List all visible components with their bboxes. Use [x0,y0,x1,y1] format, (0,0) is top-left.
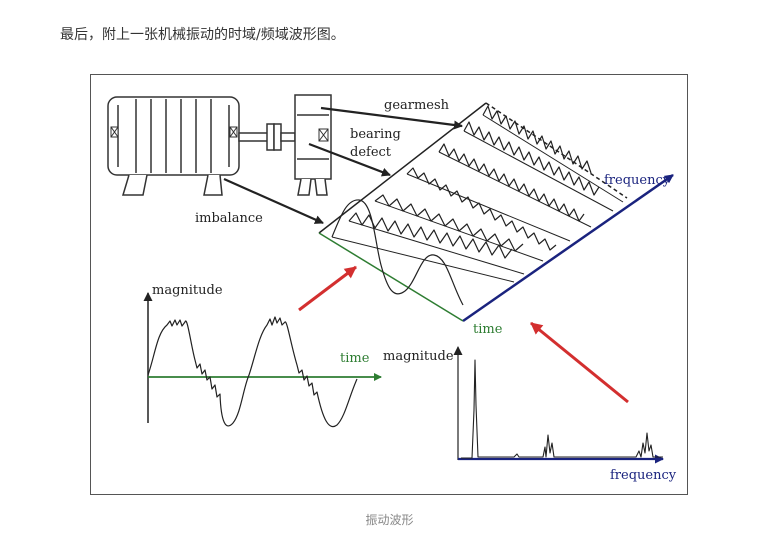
to-frequency-red-arrow [530,321,629,404]
gearmesh-pointer-arrow [320,106,463,130]
time-domain-plot [143,292,382,428]
transition-arrows [298,265,629,404]
bearing-pointer-arrow [308,142,391,177]
gearmesh-wave-2 [463,121,600,196]
time-axis-label: time [473,322,503,337]
waterfall-plane [318,102,674,323]
waterfall-waveforms [331,105,600,306]
time-plot-time-label: time [340,351,370,366]
motor-icon [107,96,240,196]
imbalance-wave [331,199,464,306]
vibration-diagram: gearmesh bearing defect imbalance freque… [107,94,677,483]
bearing-wave-1 [348,212,513,259]
bearing-label: bearing [350,127,401,142]
gearmesh-label: gearmesh [384,98,450,113]
frequency-axis-label: frequency [604,173,671,188]
diagram-labels: gearmesh bearing defect imbalance freque… [152,98,677,483]
spectrum-magnitude-label: magnitude [383,349,454,364]
defect-label: defect [350,145,392,160]
spectrum-frequency-label: frequency [610,468,677,483]
imbalance-label: imbalance [195,211,263,226]
coupling-icon [238,123,296,151]
frequency-spectrum-plot [453,346,664,464]
to-time-red-arrow [298,265,357,312]
pointer-arrows [223,106,463,225]
time-domain-waveform [147,316,358,428]
imbalance-pointer-arrow [223,177,324,225]
figure-caption: 振动波形 [365,513,414,527]
gearmesh-wave-3 [482,105,592,174]
bearing-wave-2 [374,194,524,252]
bearing-wave-3 [406,167,557,251]
vibration-figure: gearmesh bearing defect imbalance freque… [90,74,688,495]
spectrum-line [461,359,663,459]
intro-text: 最后，附上一张机械振动的时域/频域波形图。 [60,27,345,43]
machine-illustration [107,94,332,196]
gearmesh-wave-1 [438,143,585,222]
time-plot-magnitude-label: magnitude [152,283,223,298]
